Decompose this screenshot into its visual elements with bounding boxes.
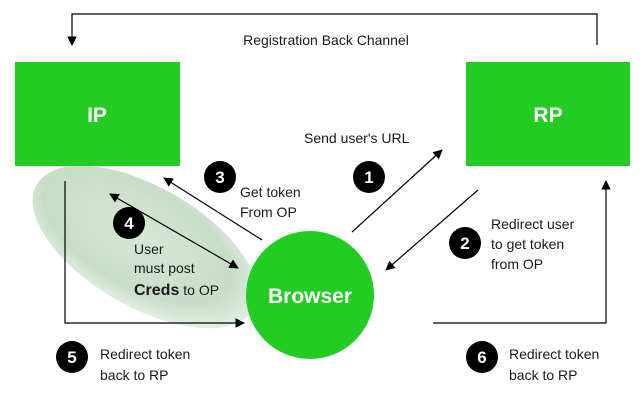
step5-label-line2: back to RP bbox=[100, 367, 168, 383]
step1-number: 1 bbox=[364, 168, 373, 187]
browser-circle bbox=[246, 231, 374, 359]
step3-badge bbox=[204, 161, 236, 193]
step2-label-line3: from OP bbox=[491, 256, 543, 272]
ip-label: IP bbox=[87, 104, 107, 127]
step1-arrow bbox=[351, 149, 443, 233]
step5-badge bbox=[56, 341, 88, 373]
step3-label-line1: Get token bbox=[240, 184, 301, 200]
step5-arrow bbox=[64, 181, 245, 328]
step4-badge bbox=[113, 207, 145, 239]
rp-box bbox=[466, 62, 630, 166]
step2-label-line2: to get token bbox=[491, 236, 564, 252]
registration-channel-label: Registration Back Channel bbox=[243, 32, 409, 48]
step2-number: 2 bbox=[460, 234, 469, 253]
step6-label-line2: back to RP bbox=[509, 367, 577, 383]
step4-creds-word: Creds bbox=[134, 282, 179, 299]
step4-label-line3: Creds to OP bbox=[134, 282, 219, 299]
step6-arrow bbox=[433, 180, 611, 324]
registration-channel-line bbox=[67, 13, 598, 46]
step2-label-line1: Redirect user bbox=[491, 216, 575, 232]
step6-badge bbox=[466, 341, 498, 373]
ip-box bbox=[15, 62, 180, 166]
step4-creds-rest: to OP bbox=[179, 282, 219, 298]
step1-badge bbox=[353, 161, 385, 193]
step4-label-line2: must post bbox=[134, 260, 195, 276]
send-url-label: Send user's URL bbox=[304, 130, 410, 146]
step2-badge bbox=[449, 227, 481, 259]
step2-arrow bbox=[385, 189, 479, 271]
step3-label-line2: From OP bbox=[240, 204, 297, 220]
step6-label-line1: Redirect token bbox=[509, 346, 599, 362]
browser-label: Browser bbox=[268, 285, 352, 308]
step4-label-line1: User bbox=[134, 241, 164, 257]
step6-number: 6 bbox=[477, 348, 486, 367]
step5-label-line1: Redirect token bbox=[100, 346, 190, 362]
step3-number: 3 bbox=[215, 168, 224, 187]
step4-arrow bbox=[109, 193, 239, 269]
step5-number: 5 bbox=[67, 348, 76, 367]
rp-label: RP bbox=[533, 104, 562, 127]
step4-number: 4 bbox=[124, 214, 134, 233]
